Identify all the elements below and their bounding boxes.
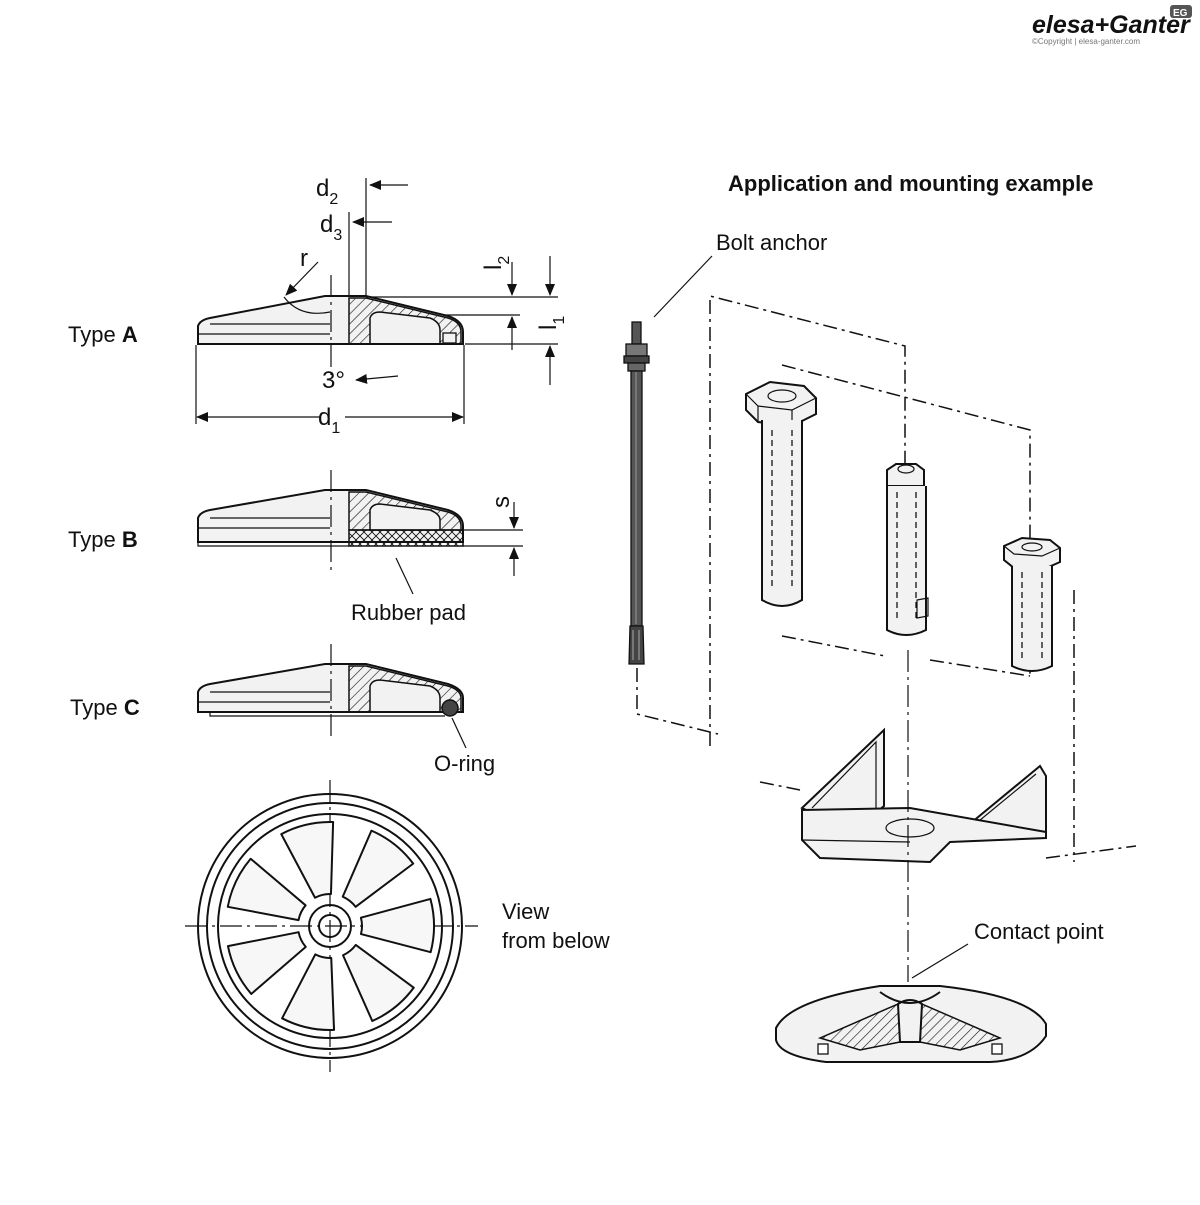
contact-point-pad <box>775 985 1047 1063</box>
mounting-back-plate <box>709 295 906 746</box>
dim-l1: l1 <box>535 316 568 330</box>
bottom-view-spokes <box>226 821 435 1031</box>
type-a-section-view <box>197 275 464 380</box>
type-a-dimensions: d2 d3 r 3° d1 l2 l1 <box>195 175 568 437</box>
bottom-view-cavity <box>280 821 335 899</box>
brand-badge <box>1170 5 1192 18</box>
bottom-view-cavity <box>341 829 415 908</box>
view-label-line2: from below <box>502 928 610 953</box>
view-label-line1: View <box>502 899 549 924</box>
dim-r: r <box>300 245 308 272</box>
dim-l2: l2 <box>480 256 513 270</box>
type-b-dimensions: s Rubber pad <box>351 496 523 625</box>
brand-logo-text: elesa+Ganter <box>1032 11 1191 39</box>
type-a-label: Type A <box>68 322 138 347</box>
brand-badge-text: EG <box>1173 8 1188 19</box>
application-heading: Application and mounting example <box>728 171 1093 196</box>
type-c-callout: O-ring <box>434 717 495 776</box>
bottom-view-cavity <box>281 953 336 1031</box>
type-b-section-view <box>197 470 464 570</box>
rubber-pad-label: Rubber pad <box>351 600 466 625</box>
rubber-pad-section <box>348 529 464 547</box>
mounting-middle-plate <box>781 364 1031 677</box>
contact-point-leader <box>911 943 969 979</box>
bottom-view-cavity <box>226 857 307 922</box>
bottom-view <box>185 780 478 1072</box>
o-ring-section <box>441 699 459 717</box>
bolt-anchor-label: Bolt anchor <box>716 230 827 255</box>
dim-d2: d2 <box>316 175 338 208</box>
brand-logo: elesa+Ganter EG ©Copyright | elesa-gante… <box>1032 5 1192 46</box>
o-ring-label: O-ring <box>434 751 495 776</box>
bolt-anchor-leader <box>653 255 713 318</box>
type-c-label: Type C <box>70 695 140 720</box>
bottom-view-cavity <box>226 931 307 995</box>
brand-copyright: ©Copyright | elesa-ganter.com <box>1032 37 1140 46</box>
dim-angle: 3° <box>322 367 345 394</box>
bottom-view-cavity <box>359 897 435 954</box>
contact-point-label: Contact point <box>974 919 1104 944</box>
sleeve-anchor <box>886 463 929 636</box>
dim-d1: d1 <box>318 404 340 437</box>
mounting-bracket <box>759 590 1137 864</box>
bottom-view-cavity <box>342 943 415 1023</box>
bolt-anchor <box>623 321 719 735</box>
dim-s: s <box>488 496 515 508</box>
type-b-label: Type B <box>68 527 138 552</box>
hex-bolt-small <box>1003 536 1061 672</box>
hex-bolt-large <box>745 380 817 607</box>
dim-d3: d3 <box>320 211 342 244</box>
type-c-section-view <box>197 644 464 740</box>
